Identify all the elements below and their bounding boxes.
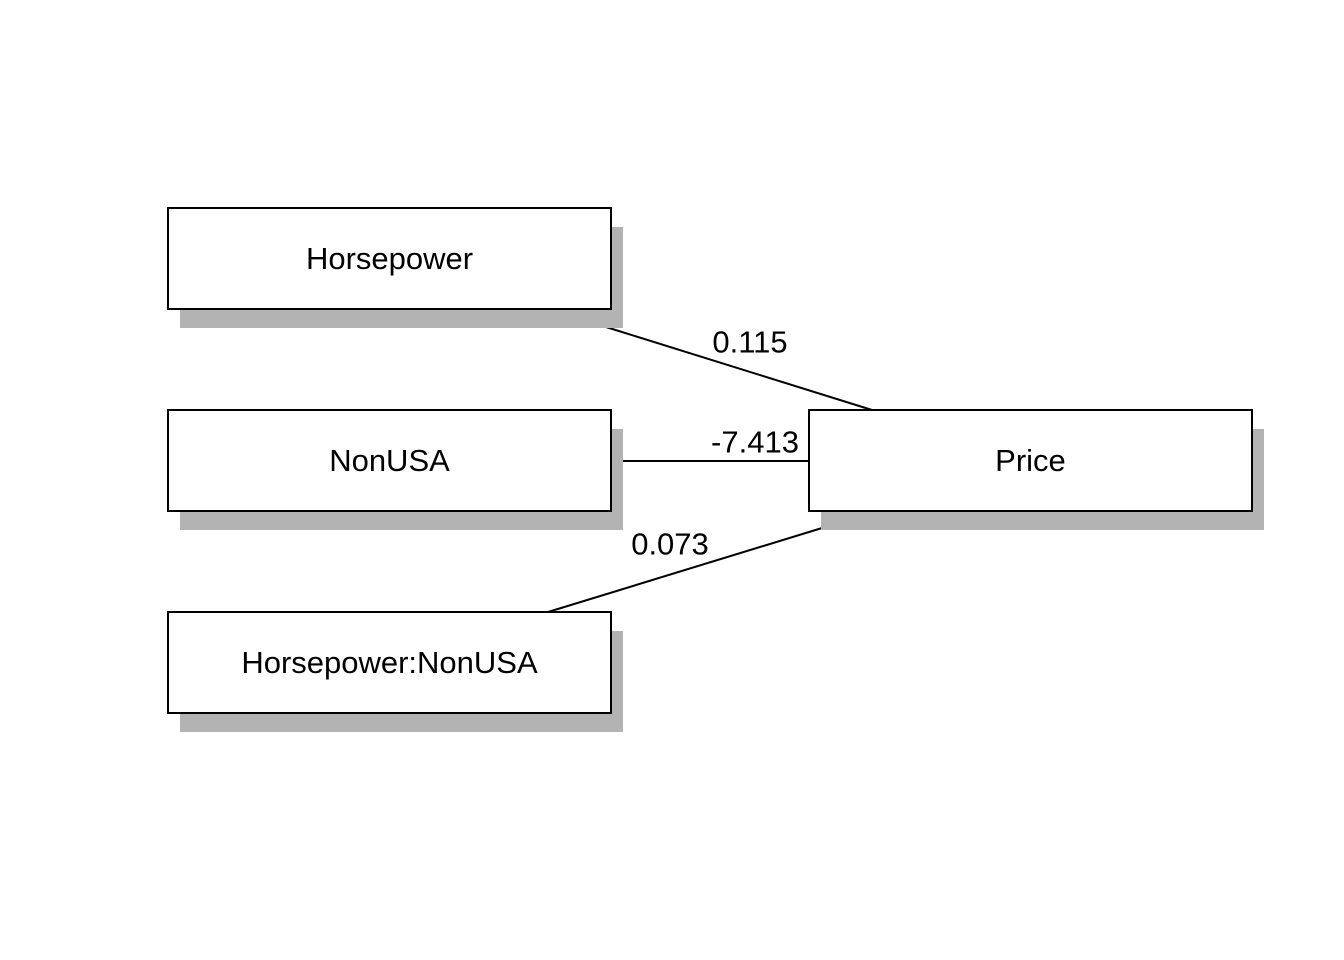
node-nonusa: NonUSA: [167, 409, 623, 530]
node-interaction: Horsepower:NonUSA: [167, 611, 623, 732]
edge-horsepower-price: [605, 326, 873, 411]
node-price-box: [808, 409, 1253, 512]
node-horsepower: Horsepower: [167, 207, 623, 328]
node-nonusa-box: [167, 409, 612, 512]
node-price-label: Price: [995, 443, 1066, 478]
node-interaction-label: Horsepower:NonUSA: [241, 645, 538, 680]
edge-nonusa-price-coefficient: -7.413: [711, 425, 799, 460]
edge-interaction-price-coefficient: 0.073: [631, 527, 709, 562]
edge-interaction-price: [547, 527, 823, 613]
node-horsepower-box: [167, 207, 612, 310]
node-nonusa-label: NonUSA: [329, 443, 450, 478]
node-interaction-box: [167, 611, 612, 714]
node-price: Price: [808, 409, 1264, 530]
edge-horsepower-price-coefficient: 0.115: [712, 325, 787, 360]
node-horsepower-label: Horsepower: [306, 241, 473, 276]
